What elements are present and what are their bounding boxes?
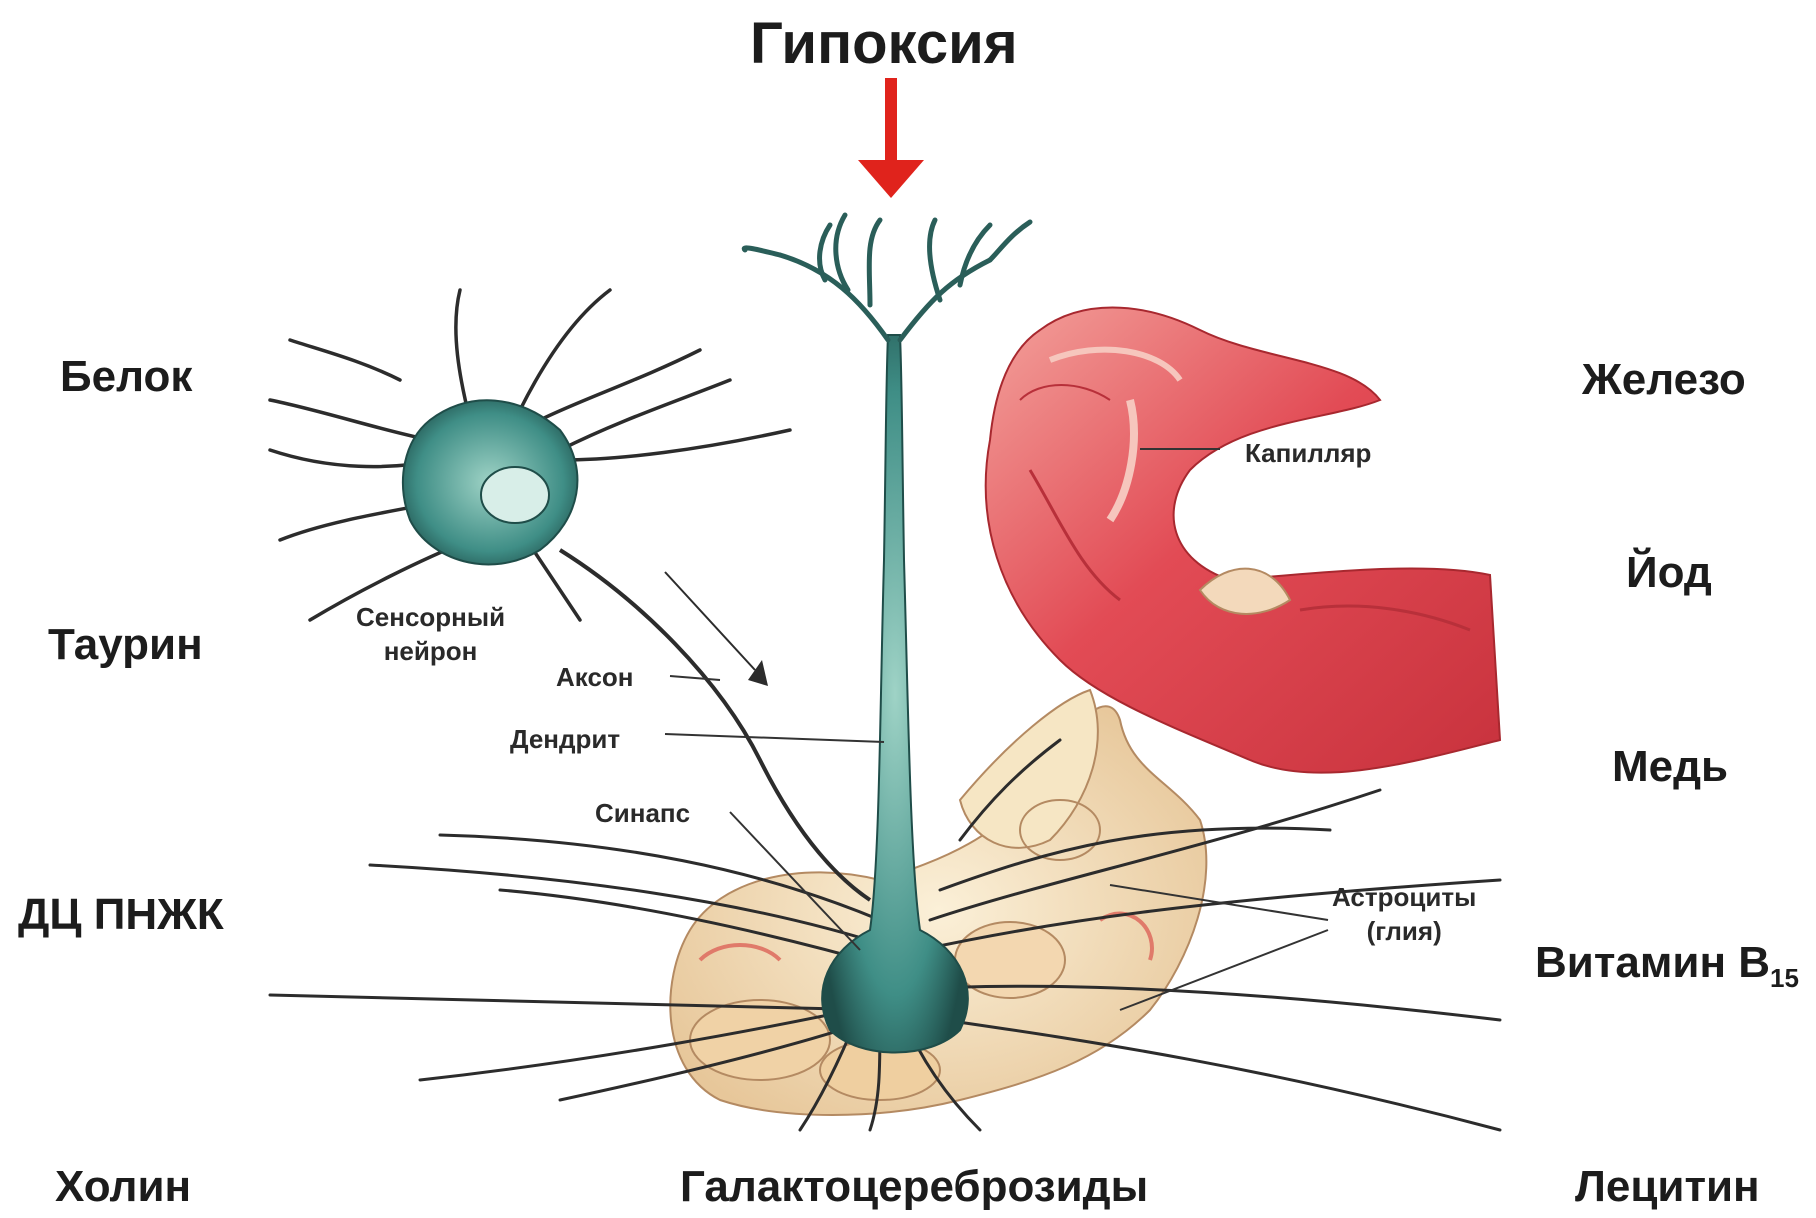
- label-med: Медь: [1612, 742, 1728, 792]
- annotation-sensory-neuron: Сенсорный нейрон: [356, 600, 505, 668]
- label-taurin: Таурин: [48, 620, 203, 670]
- astrocytes-line2: (глия): [1332, 914, 1476, 948]
- label-yod: Йод: [1626, 548, 1712, 598]
- sensory-neuron: [270, 290, 870, 900]
- label-belok: Белок: [60, 352, 192, 402]
- sensory-neuron-line1: Сенсорный: [356, 600, 505, 634]
- vitamin-sub: 15: [1770, 963, 1799, 993]
- label-holin: Холин: [55, 1162, 191, 1212]
- hypoxia-arrow: [858, 78, 924, 198]
- annotation-capillary: Капилляр: [1245, 436, 1371, 470]
- annotation-astrocytes: Астроциты (глия): [1332, 880, 1476, 948]
- label-vitamin-b15: Витамин B15: [1535, 938, 1799, 994]
- glia-cluster: [670, 690, 1206, 1115]
- label-dcpnzhk: ДЦ ПНЖК: [18, 890, 224, 940]
- astrocytes-line1: Астроциты: [1332, 880, 1476, 914]
- annotation-dendrite: Дендрит: [510, 722, 620, 756]
- annotation-axon: Аксон: [556, 660, 634, 694]
- annotation-synapse: Синапс: [595, 796, 690, 830]
- label-zhelezo: Железо: [1582, 355, 1746, 405]
- vitamin-text: Витамин B: [1535, 938, 1770, 987]
- sensory-neuron-line2: нейрон: [356, 634, 505, 668]
- label-lecitin: Лецитин: [1575, 1162, 1760, 1212]
- diagram-title: Гипоксия: [750, 10, 1018, 77]
- label-galaktocerebrozidy: Галактоцереброзиды: [680, 1162, 1148, 1212]
